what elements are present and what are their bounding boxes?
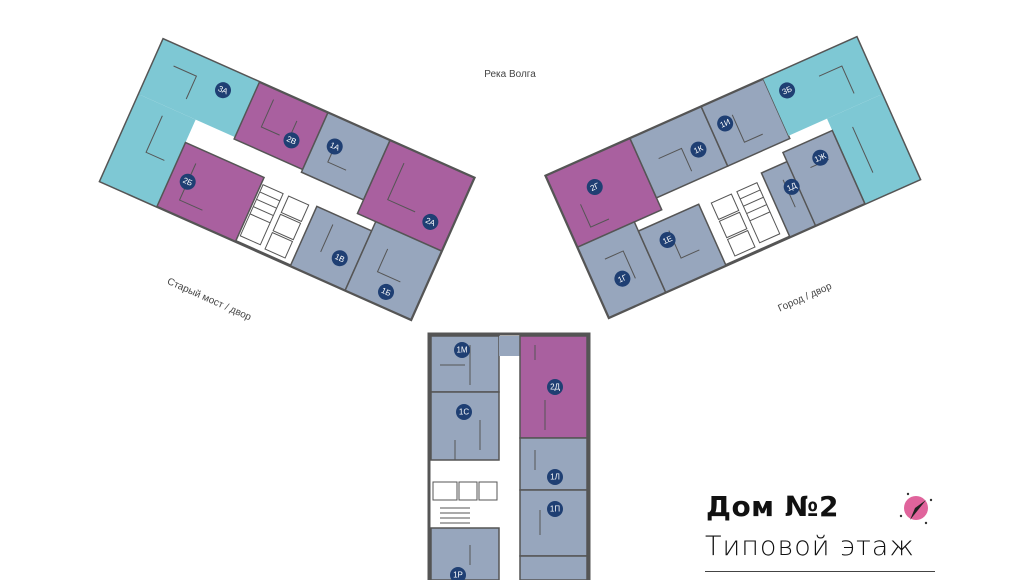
left-wing: 3А 2В 1А 2А 2Б 1В 1Б (98, 37, 477, 322)
apartment-1I[interactable] (700, 78, 791, 168)
svg-text:1Б: 1Б (380, 286, 393, 298)
stairs-elevators (239, 183, 310, 259)
badge-2G: 2Г (586, 179, 603, 196)
svg-text:1П: 1П (550, 505, 560, 514)
svg-text:1К: 1К (692, 143, 704, 155)
svg-text:2В: 2В (285, 134, 298, 146)
right-wing: 2Г 1К 1И 3Б 1Г 1Е 1Д 1Ж (543, 35, 922, 320)
svg-text:2А: 2А (424, 216, 437, 228)
badge-1M: 1М (454, 342, 470, 358)
apartment-2B[interactable] (156, 141, 266, 243)
badge-1Zh: 1Ж (812, 149, 829, 166)
badge-1L: 1Л (547, 469, 563, 485)
badge-1S: 1С (456, 404, 472, 420)
badge-3B: 3Б (779, 82, 796, 99)
badge-2V: 2В (283, 132, 300, 149)
svg-text:1Р: 1Р (453, 571, 463, 580)
badge-1P: 1П (547, 501, 563, 517)
badge-1I: 1И (717, 115, 734, 132)
badge-1G: 1Г (614, 270, 631, 287)
badge-1D: 1Д (783, 178, 800, 195)
apartment-1P[interactable] (519, 489, 588, 557)
apartment-3B-lower[interactable] (826, 94, 920, 204)
apartment-3B[interactable] (763, 37, 882, 136)
badge-1R: 1Р (450, 567, 466, 580)
svg-text:2Б: 2Б (181, 176, 194, 188)
svg-text:1Е: 1Е (661, 234, 674, 246)
svg-text:1А: 1А (328, 140, 341, 152)
badge-1V: 1В (331, 250, 348, 267)
badge-1B: 1Б (378, 283, 395, 300)
title-divider (705, 571, 935, 572)
badge-1E: 1Е (659, 231, 676, 248)
house-title: Дом №2 (706, 490, 839, 523)
badge-2A: 2А (422, 213, 439, 230)
stairs-elevators (432, 481, 498, 524)
floor-subtitle: Типовой этаж (705, 531, 915, 562)
svg-text:1М: 1М (456, 346, 467, 355)
svg-text:1Л: 1Л (550, 473, 560, 482)
badge-3A: 3А (214, 82, 231, 99)
svg-text:2Д: 2Д (550, 383, 560, 392)
badge-2B: 2Б (179, 173, 196, 190)
svg-text:1Г: 1Г (617, 273, 629, 285)
svg-text:1Д: 1Д (785, 181, 798, 193)
apartment-3A[interactable] (139, 39, 260, 138)
svg-text:3А: 3А (217, 84, 230, 96)
compass-icon (899, 492, 933, 525)
apartment-1E[interactable] (637, 203, 727, 294)
badge-2D: 2Д (547, 379, 563, 395)
old-bridge-label: Старый мост / двор (165, 276, 253, 323)
svg-text:1В: 1В (333, 252, 346, 264)
svg-text:1И: 1И (719, 117, 732, 129)
apartment-1B[interactable] (344, 220, 443, 321)
badge-1A: 1А (326, 138, 343, 155)
river-label: Река Волга (484, 69, 536, 80)
apartment-1S[interactable] (430, 391, 500, 461)
apartment-3A-lower[interactable] (100, 94, 196, 207)
svg-text:3Б: 3Б (781, 84, 794, 96)
svg-text:2Г: 2Г (589, 181, 601, 193)
bottom-wing: 1М 1С 1Р 2Д 1Л 1П (427, 332, 591, 580)
svg-text:1С: 1С (459, 408, 469, 417)
city-label: Город / двор (776, 281, 833, 315)
stairs-elevators (710, 181, 781, 257)
badge-1K: 1К (690, 141, 707, 158)
